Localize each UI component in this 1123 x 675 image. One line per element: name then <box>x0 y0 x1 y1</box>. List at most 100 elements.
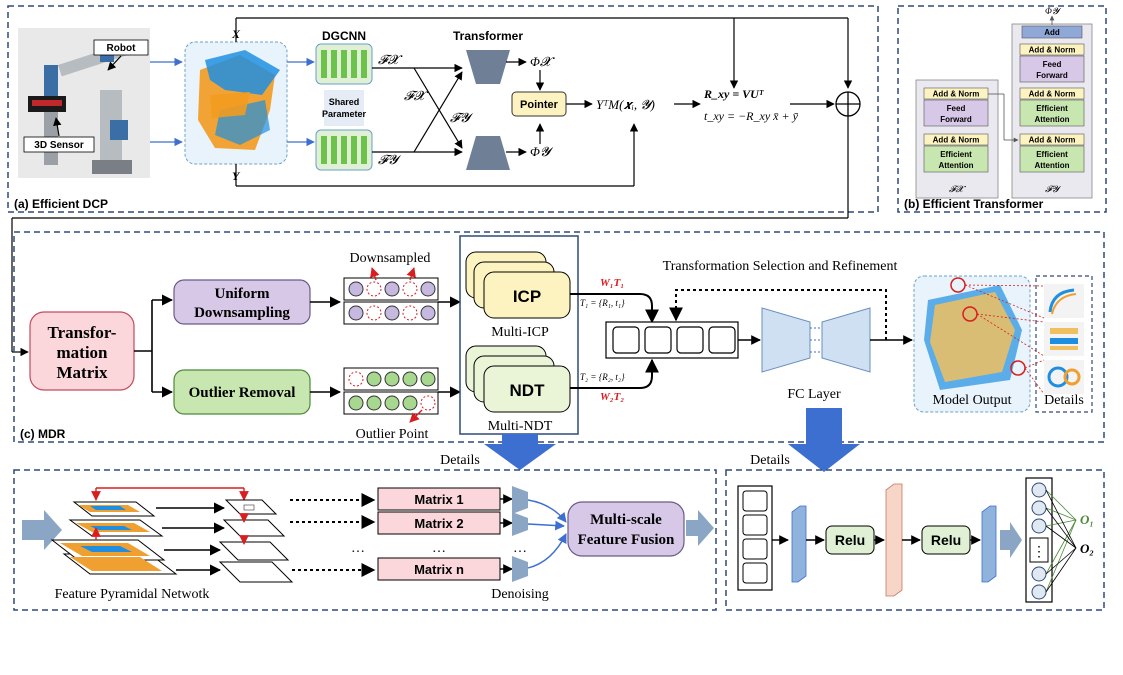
details-label-d-top: Details <box>440 453 480 468</box>
panel-b-frame <box>897 5 1107 213</box>
enc-ea-2: Attention <box>938 161 973 170</box>
enc-add-norm-2: Add & Norm <box>933 136 980 145</box>
add-label: Add <box>1044 28 1060 37</box>
enc-fx: 𝓕𝓧 <box>949 184 967 194</box>
point-cloud-image <box>198 50 280 150</box>
fpn-stack <box>50 487 249 575</box>
shared-label: Shared <box>329 97 360 107</box>
relu-1-label: Relu <box>835 532 865 548</box>
txy-formula: t_xy = −R_xy x̄ + ȳ <box>704 109 799 123</box>
msff-line-1: Multi-scale <box>590 512 662 528</box>
dec-ff-2: Forward <box>1036 71 1068 80</box>
dec-ff-1: Feed <box>1043 60 1062 69</box>
sensor-label: 3D Sensor <box>34 140 84 151</box>
dots-d-1: … <box>351 541 365 556</box>
phi-top-label: Φ𝓨 <box>1045 6 1062 16</box>
t2-label: T₂ = {R₂, t₂} <box>580 372 625 382</box>
outlier-points <box>343 367 439 423</box>
model-output-label: Model Output <box>933 393 1012 408</box>
ndt-label: NDT <box>510 381 546 400</box>
details-label-e-top: Details <box>750 453 790 468</box>
phi-y: Φ𝓨 <box>530 144 554 159</box>
blue-arrow-down-2 <box>788 408 860 472</box>
details-box <box>1035 275 1093 413</box>
fy-cross: 𝓕𝓨 <box>450 110 474 125</box>
dec-ea-3: Efficient <box>1036 150 1068 159</box>
transformer-top <box>466 50 510 84</box>
arrow-to-output <box>1000 522 1022 558</box>
fc-bar-3 <box>981 505 997 583</box>
details-images <box>1044 284 1084 394</box>
robot-label: Robot <box>107 43 137 54</box>
relu-2-label: Relu <box>931 532 961 548</box>
pointer-label: Pointer <box>520 99 559 111</box>
panel-b-caption: (b) Efficient Transformer <box>904 197 1044 211</box>
icp-label: ICP <box>513 287 541 306</box>
ytm-label: YᵀM(𝒙ᵢ, 𝓨) <box>596 97 655 112</box>
input-arrow-d <box>22 510 62 550</box>
fx-top: 𝓕𝓧 <box>378 52 403 67</box>
transformer-title: Transformer <box>453 29 523 43</box>
dec-ea-4: Attention <box>1034 161 1069 170</box>
fc-layer-label: FC Layer <box>787 387 841 402</box>
denoising-label: Denoising <box>491 587 549 602</box>
w1t1-label: W₁T₁ <box>600 277 624 289</box>
uniform-line-2: Downsampling <box>194 305 290 321</box>
denoise-2 <box>512 512 528 536</box>
shared-parameter-box <box>324 90 364 126</box>
msff-box <box>567 501 685 557</box>
outlier-point-label: Outlier Point <box>356 427 429 442</box>
details-label-c: Details <box>1044 393 1084 408</box>
fpn-stack-2 <box>218 499 294 583</box>
tsr-label: Transformation Selection and Refinement <box>663 259 898 274</box>
outlier-removal-label: Outlier Removal <box>189 385 296 401</box>
panel-c-frame <box>13 231 1105 443</box>
enc-ea-1: Efficient <box>940 150 972 159</box>
denoise-1 <box>512 486 528 514</box>
panel-a-caption: (a) Efficient DCP <box>14 197 108 211</box>
fx-cross: 𝓕𝓧 <box>404 88 429 103</box>
o2-label: O₂ <box>1080 541 1094 556</box>
matrix-2-label: Matrix 2 <box>414 516 463 531</box>
dec-add-norm-3: Add & Norm <box>1029 136 1076 145</box>
matrix-n-label: Matrix n <box>414 562 464 577</box>
dgcnn-title: DGCNN <box>322 29 366 43</box>
dots-d-2: … <box>432 541 446 556</box>
enc-ff-1: Feed <box>947 104 966 113</box>
downsampled-label: Downsampled <box>350 251 431 266</box>
dec-ea-1: Efficient <box>1036 104 1068 113</box>
t1-label: T₁ = {R₁, t₁} <box>580 298 625 308</box>
matrix-1-label: Matrix 1 <box>414 492 463 507</box>
tm-line-3: Matrix <box>57 363 108 382</box>
phi-x: Φ𝓧 <box>530 54 555 69</box>
multi-icp-label: Multi-ICP <box>491 325 549 340</box>
dec-fy: 𝓕𝓨 <box>1045 184 1062 194</box>
panel-d-frame <box>13 469 717 611</box>
dec-add-norm-2: Add & Norm <box>1029 90 1076 99</box>
dec-ea-2: Attention <box>1034 115 1069 124</box>
enc-add-norm-1: Add & Norm <box>933 90 980 99</box>
dec-add-norm-1: Add & Norm <box>1029 46 1076 55</box>
fc-bar-1 <box>791 505 807 583</box>
enc-ff-2: Forward <box>940 115 972 124</box>
uniform-line-1: Uniform <box>215 286 270 302</box>
downsampled-points <box>343 267 439 325</box>
panel-c-caption: (c) MDR <box>20 427 66 441</box>
blue-arrow-down-1 <box>484 434 556 470</box>
dots-d-3: … <box>513 541 527 556</box>
fpn-label: Feature Pyramidal Netwotk <box>55 587 210 602</box>
fc-bar-2 <box>885 483 903 597</box>
add-block <box>1021 25 1083 39</box>
panel-a-frame <box>7 5 879 213</box>
tm-line-2: mation <box>57 343 109 362</box>
o1-label: O₁ <box>1080 512 1094 527</box>
fy-bottom: 𝓕𝓨 <box>378 152 402 167</box>
denoise-n <box>512 556 528 582</box>
rxy-formula: R_xy = VUᵀ <box>703 87 764 101</box>
output-vdots: ⋮ <box>1032 545 1046 560</box>
parameter-label: Parameter <box>322 109 367 119</box>
output-arrow-d <box>686 510 714 546</box>
transformer-bottom <box>466 136 510 170</box>
model-output-image <box>924 277 1026 390</box>
